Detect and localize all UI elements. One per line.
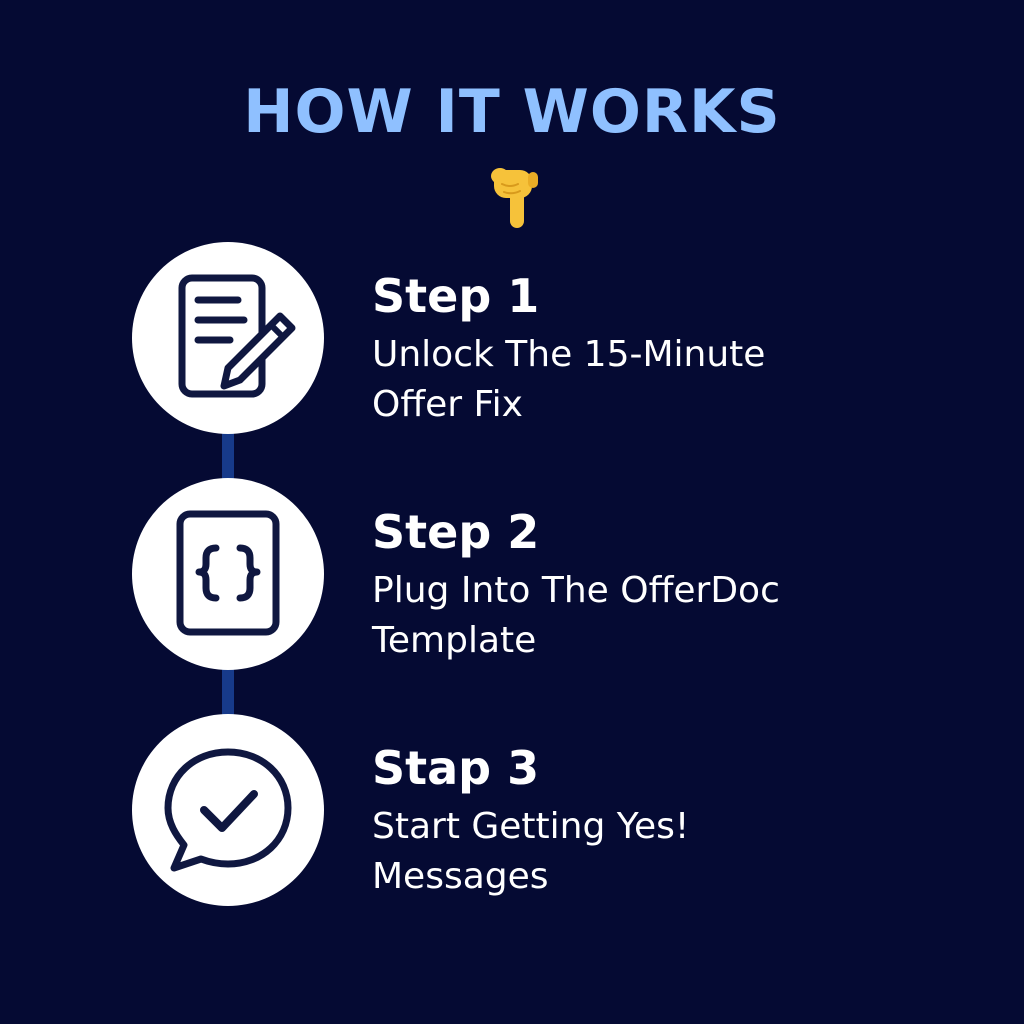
page-title: HOW IT WORKS xyxy=(243,77,781,147)
step-2-icon-circle xyxy=(132,478,324,670)
step-2-description: Plug Into The OfferDoc Template xyxy=(372,570,780,661)
step-1-title: Step 1 xyxy=(372,269,540,323)
step-3-icon-circle xyxy=(132,714,324,906)
code-braces-document-icon xyxy=(176,510,280,636)
step-connector xyxy=(222,432,234,484)
step-1-icon-circle xyxy=(132,242,324,434)
step-1-description: Unlock The 15-Minute Offer Fix xyxy=(372,334,766,425)
step-1: Step 1 Unlock The 15-Minute Offer Fix xyxy=(372,268,972,430)
step-connector xyxy=(222,668,234,720)
document-edit-icon xyxy=(178,274,296,398)
chat-check-icon xyxy=(164,748,292,872)
step-3: Stap 3 Start Getting Yes! Messages xyxy=(372,740,972,902)
hand-pointing-down-icon xyxy=(484,164,548,232)
step-2: Step 2 Plug Into The OfferDoc Template xyxy=(372,504,972,666)
step-3-description: Start Getting Yes! Messages xyxy=(372,806,690,897)
step-3-title: Stap 3 xyxy=(372,741,540,795)
step-2-title: Step 2 xyxy=(372,505,540,559)
